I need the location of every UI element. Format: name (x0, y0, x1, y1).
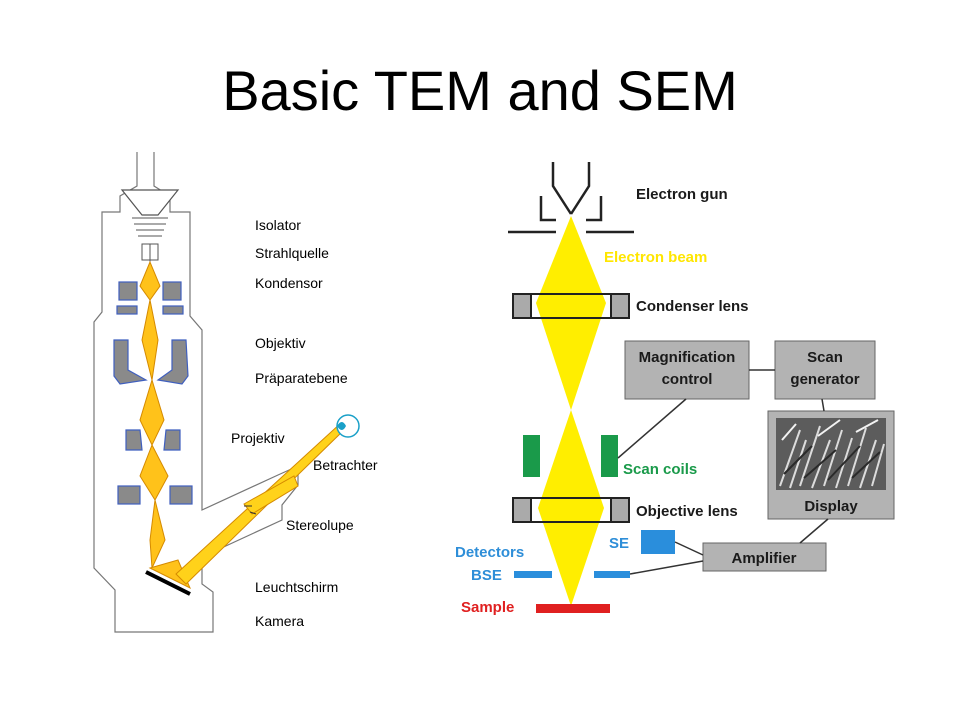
tem-eye-iris (337, 422, 346, 430)
tem-label-objektiv: Objektiv (255, 335, 306, 351)
sem-scan-generator-box (774, 340, 876, 400)
sem-label-electron-beam: Electron beam (604, 249, 707, 266)
sem-amplifier-box (702, 542, 827, 572)
sem-electron-beam (536, 216, 606, 410)
sem-label-detectors: Detectors (455, 544, 524, 561)
tem-stereolupe-beam (243, 475, 299, 515)
sem-label-sample: Sample (461, 599, 514, 616)
tem-isolator (120, 189, 180, 216)
tem-label-kamera: Kamera (255, 613, 304, 629)
tem-label-stereolupe: Stereolupe (286, 517, 354, 533)
tem-label-leuchtschirm: Leuchtschirm (255, 579, 338, 595)
sem-label-scan-coils: Scan coils (623, 461, 697, 478)
sem-electron-beam-lower (538, 410, 604, 606)
sem-connectors (617, 369, 829, 575)
tem-lower-lens (117, 485, 193, 505)
sem-se-detector (641, 530, 675, 554)
sem-label-bse: BSE (471, 567, 502, 584)
tem-label-isolator: Isolator (255, 217, 301, 233)
sem-objective-lens-left-pole (512, 497, 532, 523)
sem-bse-detector-left (514, 571, 552, 578)
tem-label-projektiv: Projektiv (231, 430, 285, 446)
sem-label-scan-generator-2: generator (790, 371, 859, 388)
sem-magnification-control-box (624, 340, 750, 400)
sem-label-scan-generator-1: Scan (807, 349, 843, 366)
tem-label-kondensor: Kondensor (255, 275, 323, 291)
sem-label-magnification-1: Magnification (639, 349, 736, 366)
sem-condenser-lens-left-pole (512, 293, 532, 319)
sem-objective-lens-right-pole (610, 497, 630, 523)
tem-kondensor-lens (116, 281, 184, 315)
sem-condenser-lens-right-pole (610, 293, 630, 319)
sem-scan-coil-right (601, 435, 618, 477)
tem-leuchtschirm (145, 570, 191, 596)
tem-beam (139, 260, 191, 590)
sem-bse-detector-right (594, 571, 630, 578)
sem-label-electron-gun: Electron gun (636, 186, 728, 203)
sem-label-display: Display (804, 498, 858, 515)
tem-objektiv-lens (113, 339, 189, 385)
tem-label-betrachter: Betrachter (313, 457, 378, 473)
slide-title: Basic TEM and SEM (222, 59, 738, 122)
sem-scan-coil-left (523, 435, 540, 477)
tem-stereolupe-marks (244, 505, 257, 515)
sem-label-se: SE (609, 535, 629, 552)
sem-diagram: Electron gun Electron beam Condenser len… (455, 162, 895, 616)
tem-diagram: Isolator Strahlquelle Kondensor Objektiv… (93, 152, 378, 633)
sem-electron-gun (508, 162, 634, 234)
sem-label-condenser-lens: Condenser lens (636, 298, 749, 315)
sem-label-amplifier: Amplifier (731, 550, 796, 567)
tem-projektiv-lens (125, 429, 181, 451)
tem-isolator-ridges (132, 217, 168, 237)
sem-display-texture (779, 419, 885, 489)
sem-label-objective-lens: Objective lens (636, 503, 738, 520)
sem-label-magnification-2: control (662, 371, 713, 388)
sem-sample (536, 604, 610, 613)
tem-label-praeparatebene: Präparatebene (255, 370, 348, 386)
tem-label-strahlquelle: Strahlquelle (255, 245, 329, 261)
